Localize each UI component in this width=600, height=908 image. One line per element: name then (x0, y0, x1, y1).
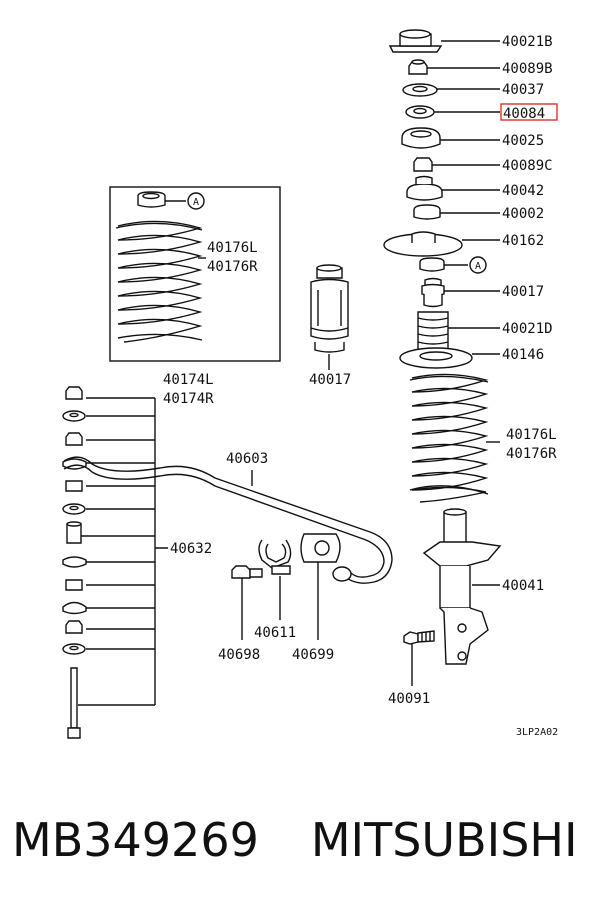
label-40162: 40162 (502, 233, 544, 249)
label-40041: 40041 (502, 578, 544, 594)
bolt-40091[interactable] (403, 630, 435, 645)
label-40146: 40146 (502, 347, 544, 363)
label-40037: 40037 (502, 82, 544, 98)
coil-spring-box[interactable] (115, 220, 203, 343)
label-40089C: 40089C (502, 158, 553, 174)
spring-box-40174 (109, 186, 281, 362)
bump-stop-40017-strut[interactable] (421, 277, 445, 308)
label-40021B: 40021B (502, 34, 553, 50)
highlight-box-40084 (500, 103, 558, 121)
parts-diagram: A 40021B 40089B (62, 29, 558, 739)
bushing-ref-a[interactable] (419, 257, 445, 272)
coil-spring-strut[interactable] (409, 373, 489, 503)
label-40025: 40025 (502, 133, 544, 149)
label-40699: 40699 (292, 647, 334, 663)
bolt-40698[interactable] (231, 565, 263, 579)
link-hardware-stack[interactable] (62, 386, 87, 739)
svg-text:A: A (475, 261, 481, 272)
leader-40632-bracket (78, 397, 168, 706)
ref-a-marker-box: A (187, 192, 205, 210)
footer: MB349269 MITSUBISHI (12, 800, 592, 880)
label-40084[interactable]: 40084 (503, 106, 545, 122)
nut-40089B[interactable] (408, 59, 428, 75)
nut-40089C[interactable] (413, 157, 433, 172)
label-40002: 40002 (502, 206, 544, 222)
plate-40162[interactable] (383, 231, 463, 257)
seat-40042[interactable] (406, 175, 443, 201)
label-40176L-strut: 40176L (506, 427, 557, 443)
label-40174L: 40174L (163, 372, 214, 388)
bump-stop-40017-loose[interactable] (310, 264, 349, 353)
diagram-code: 3LP2A02 (516, 727, 558, 738)
label-40611: 40611 (254, 625, 296, 641)
washer-40037[interactable] (402, 83, 438, 97)
label-40603: 40603 (226, 451, 268, 467)
ref-a-marker-strut: A (469, 256, 487, 274)
label-40017-strut: 40017 (502, 284, 544, 300)
bushing-40699[interactable] (300, 533, 341, 563)
bracket-40611[interactable] (258, 539, 292, 575)
stabilizer-bar-40603[interactable] (63, 456, 393, 584)
spring-seat-40025[interactable] (401, 127, 441, 149)
label-40091: 40091 (388, 691, 430, 707)
spring-seat-40146[interactable] (399, 347, 473, 369)
label-40632: 40632 (170, 541, 212, 557)
bearing-40084[interactable] (405, 105, 435, 119)
strut-body-40041[interactable] (422, 508, 502, 665)
spring-pad-box[interactable] (137, 191, 166, 208)
label-40021D: 40021D (502, 321, 553, 337)
part-number: MB349269 (12, 813, 259, 867)
bushing-40002[interactable] (413, 204, 441, 220)
brand-name: MITSUBISHI (310, 813, 578, 867)
svg-text:A: A (193, 197, 199, 208)
label-40089B: 40089B (502, 61, 553, 77)
label-40176R-strut: 40176R (506, 446, 557, 462)
label-40042: 40042 (502, 183, 544, 199)
strut-mount-40021B[interactable] (388, 29, 443, 53)
label-40698: 40698 (218, 647, 260, 663)
label-40176L-box: 40176L (207, 240, 258, 256)
label-40017-loose: 40017 (309, 372, 351, 388)
label-40176R-box: 40176R (207, 259, 258, 275)
label-40174R: 40174R (163, 391, 214, 407)
